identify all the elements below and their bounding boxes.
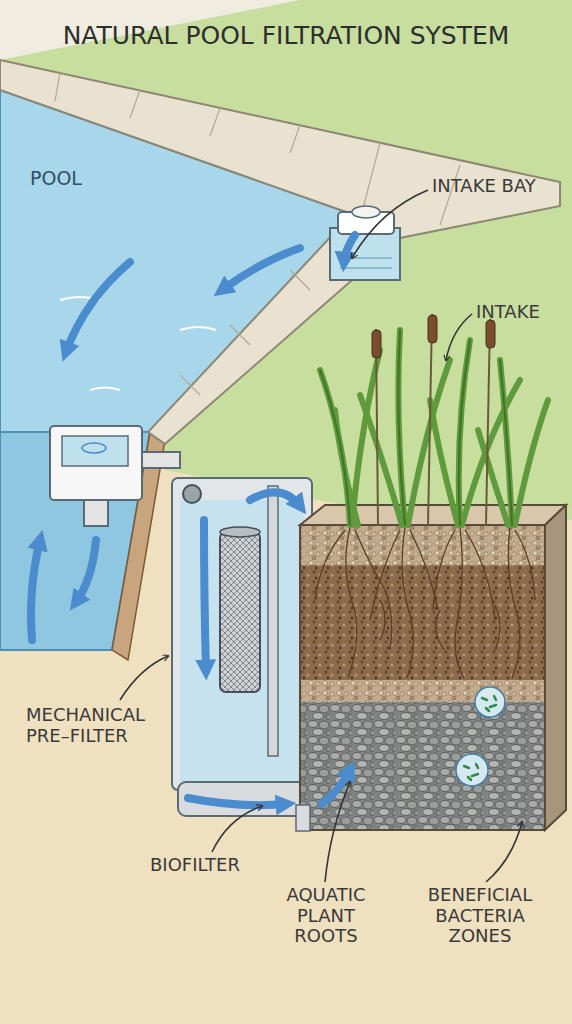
pool-coping (0, 60, 560, 444)
prefilter-chamber (172, 478, 312, 816)
plant-roots (315, 528, 535, 678)
grass-area (0, 0, 572, 520)
callout-label: MECHANICAL PRE–FILTER (26, 705, 168, 746)
callout-label: BENEFICIAL BACTERIA ZONES (402, 885, 558, 947)
callout-label: INTAKE BAY (432, 176, 568, 197)
intake-bay (330, 206, 400, 280)
callout-label: POOL (30, 168, 120, 190)
biofilter-bed (296, 505, 566, 831)
callout-label: INTAKE (476, 302, 568, 323)
callout-label: AQUATIC PLANT ROOTS (270, 885, 382, 947)
diagram-title: NATURAL POOL FILTRATION SYSTEM (0, 22, 572, 51)
bacteria-zone (456, 687, 505, 786)
leader-line (120, 190, 522, 882)
callout-label: BIOFILTER (150, 855, 280, 876)
skimmer-box (50, 426, 180, 526)
aquatic-plants (320, 315, 548, 525)
